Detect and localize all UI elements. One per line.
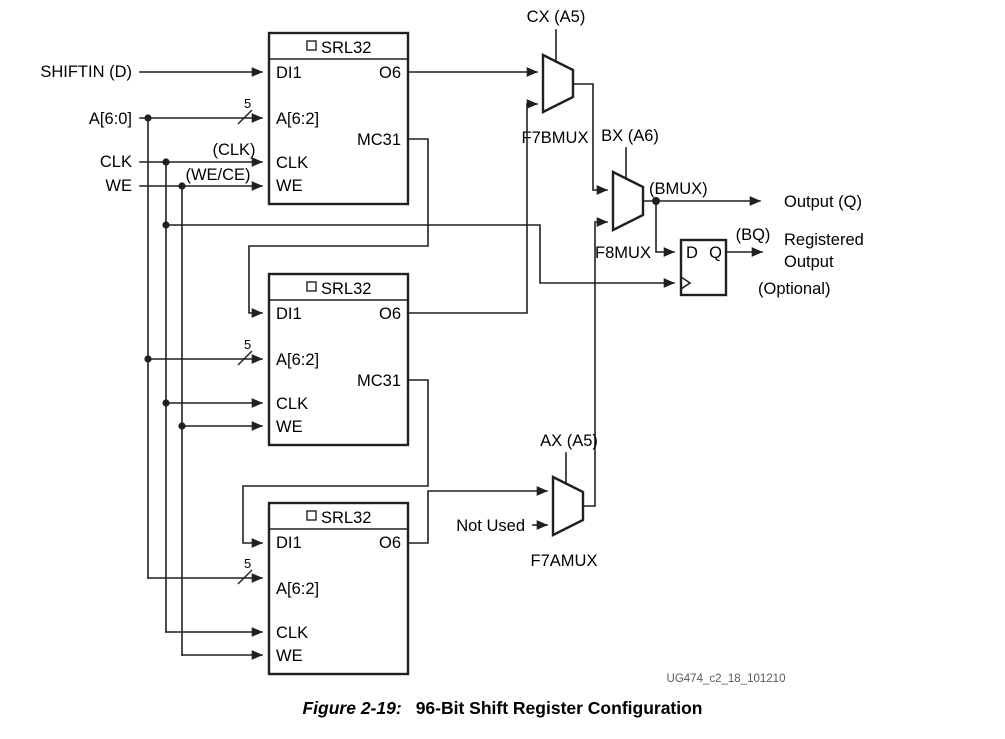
wire-top-mc31-to-middle-di1 [248,138,429,318]
mux-f8mux-label: F8MUX [595,244,651,262]
output-label-registered-line1: Registered [784,231,864,249]
flipflop-register: D Q [679,238,728,297]
srl32-top-title: SRL32 [321,39,371,57]
srl32-top-pin-we: WE [276,177,303,195]
net-label-bq: (BQ) [736,226,771,244]
figure-caption-title: 96-Bit Shift Register Configuration [415,698,703,718]
net-label-we-tap: (WE/CE) [185,166,250,184]
mux-f7bmux-select-label: CX (A5) [527,8,586,26]
mux-f8mux-select-label: BX (A6) [601,127,659,145]
net-label-clk-tap: (CLK) [212,141,255,159]
srl32-bottom-title: SRL32 [321,509,371,527]
wire-f7bmux-out-to-f8mux [572,83,608,195]
input-label-we: WE [105,177,132,195]
srl32-middle-pin-addr: A[6:2] [276,351,319,369]
srl32-top-pin-mc31: MC31 [357,131,401,149]
junction-addr-top [144,114,152,122]
bus-width-marker-bottom: 5 [237,556,253,585]
junction-we-middle [178,422,186,430]
junction-we-top [178,182,186,190]
srl32-block-top: SRL32 DI1 A[6:2] CLK WE O6 MC31 [267,31,410,206]
junction-clk-ff [162,221,170,229]
srl32-bottom-pin-o6: O6 [379,534,401,552]
srl32-top-pin-clk: CLK [276,154,308,172]
srl32-block-bottom: SRL32 DI1 A[6:2] CLK WE O6 [267,501,410,676]
srl32-bottom-pin-we: WE [276,647,303,665]
mux-f7amux-select-label: AX (A5) [540,432,598,450]
mux-f7amux-label: F7AMUX [531,552,598,570]
mux-f7bmux: CX (A5) F7BMUX [522,8,589,147]
junction-clk-top [162,158,170,166]
figure-caption: Figure 2-19: 96-Bit Shift Register Config… [0,698,1005,719]
srl32-top-pin-di1: DI1 [276,64,302,82]
wire-bmux-to-ff-d [655,200,675,257]
srl32-middle-pin-o6: O6 [379,305,401,323]
wire-middle-o6-to-f7bmux [407,99,538,314]
srl32-middle-pin-di1: DI1 [276,305,302,323]
mux-f7amux: AX (A5) F7AMUX [531,432,598,570]
srl32-top-pin-o6: O6 [379,64,401,82]
bus-width-label-bottom: 5 [244,556,251,571]
junction-clk-middle [162,399,170,407]
wire-middle-mc31-to-bottom-di1 [242,379,429,548]
figure-caption-number: Figure 2-19: [302,698,402,718]
flipflop-pin-d: D [686,244,698,262]
srl32-top-pin-addr: A[6:2] [276,110,319,128]
input-label-address: A[6:0] [89,110,132,128]
srl32-bottom-pin-clk: CLK [276,624,308,642]
bus-width-marker-top: 5 [237,96,253,125]
srl32-middle-pin-clk: CLK [276,395,308,413]
wire-f7amux-out-to-f8mux [582,217,608,507]
junction-addr-middle [144,355,152,363]
mux-f8mux: BX (A6) F8MUX [595,127,659,262]
mux-f7bmux-label: F7BMUX [522,129,589,147]
input-label-shiftin: SHIFTIN (D) [40,63,132,81]
srl32-bottom-glyph-icon [306,510,317,521]
output-label-registered-line2: Output [784,253,834,271]
figure-reference-id: UG474_c2_18_101210 [667,673,786,685]
srl32-top-glyph-icon [306,40,317,51]
srl32-bottom-pin-di1: DI1 [276,534,302,552]
input-label-clk: CLK [100,153,132,171]
net-label-bmux: (BMUX) [649,180,708,198]
bus-width-label-top: 5 [244,96,251,111]
srl32-middle-glyph-icon [306,281,317,292]
output-label-combinatorial: Output (Q) [784,193,862,211]
srl32-block-middle: SRL32 DI1 A[6:2] CLK WE O6 MC31 [267,272,410,447]
wire-bottom-o6-to-f7amux [407,486,548,544]
output-label-optional-note: (Optional) [758,280,830,298]
bus-width-marker-middle: 5 [237,337,253,366]
srl32-middle-pin-we: WE [276,418,303,436]
wire-clk-to-flipflop [165,224,675,288]
srl32-middle-title: SRL32 [321,280,371,298]
srl32-bottom-pin-addr: A[6:2] [276,580,319,598]
flipflop-clock-triangle-icon [679,275,692,291]
annotation-not-used: Not Used [456,517,525,535]
flipflop-pin-q: Q [709,244,722,262]
bus-width-label-middle: 5 [244,337,251,352]
srl32-middle-pin-mc31: MC31 [357,372,401,390]
